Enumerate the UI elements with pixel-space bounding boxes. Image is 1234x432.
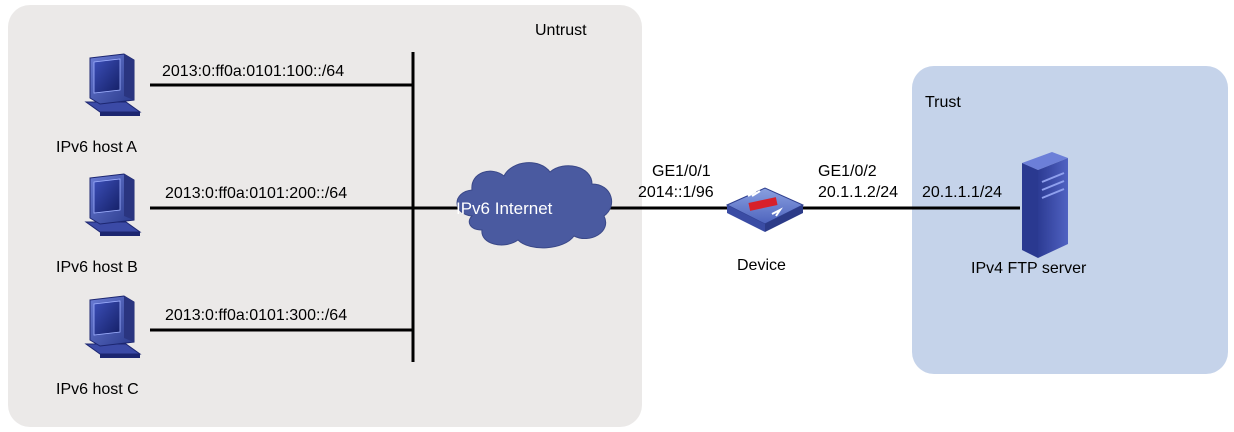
firewall-icon (725, 187, 805, 232)
untrust-zone (8, 5, 642, 427)
host-c-subnet: 2013:0:ff0a:0101:300::/64 (165, 307, 347, 324)
host-b-subnet: 2013:0:ff0a:0101:200::/64 (165, 185, 347, 202)
untrust-zone-label: Untrust (535, 22, 587, 39)
ge1-0-2-address: 20.1.1.2/24 (818, 184, 898, 201)
host-c-label: IPv6 host C (56, 381, 139, 398)
host-a-label: IPv6 host A (56, 139, 137, 156)
trust-zone-label: Trust (925, 94, 961, 111)
computer-icon (85, 53, 141, 117)
host-b-label: IPv6 host B (56, 259, 138, 276)
ge1-0-2-name: GE1/0/2 (818, 163, 877, 180)
cloud-icon: IPv6 Internet (456, 162, 613, 249)
server-label: IPv4 FTP server (971, 260, 1087, 277)
ge1-0-1-name: GE1/0/1 (652, 163, 711, 180)
trust-zone (912, 66, 1228, 374)
device-label: Device (737, 257, 786, 274)
ge1-0-1-address: 2014::1/96 (638, 184, 714, 201)
computer-icon (85, 173, 141, 237)
server-address: 20.1.1.1/24 (922, 184, 1002, 201)
computer-icon (85, 295, 141, 359)
cloud-label: IPv6 Internet (456, 199, 553, 218)
server-icon (1022, 152, 1068, 258)
host-a-subnet: 2013:0:ff0a:0101:100::/64 (162, 63, 344, 80)
